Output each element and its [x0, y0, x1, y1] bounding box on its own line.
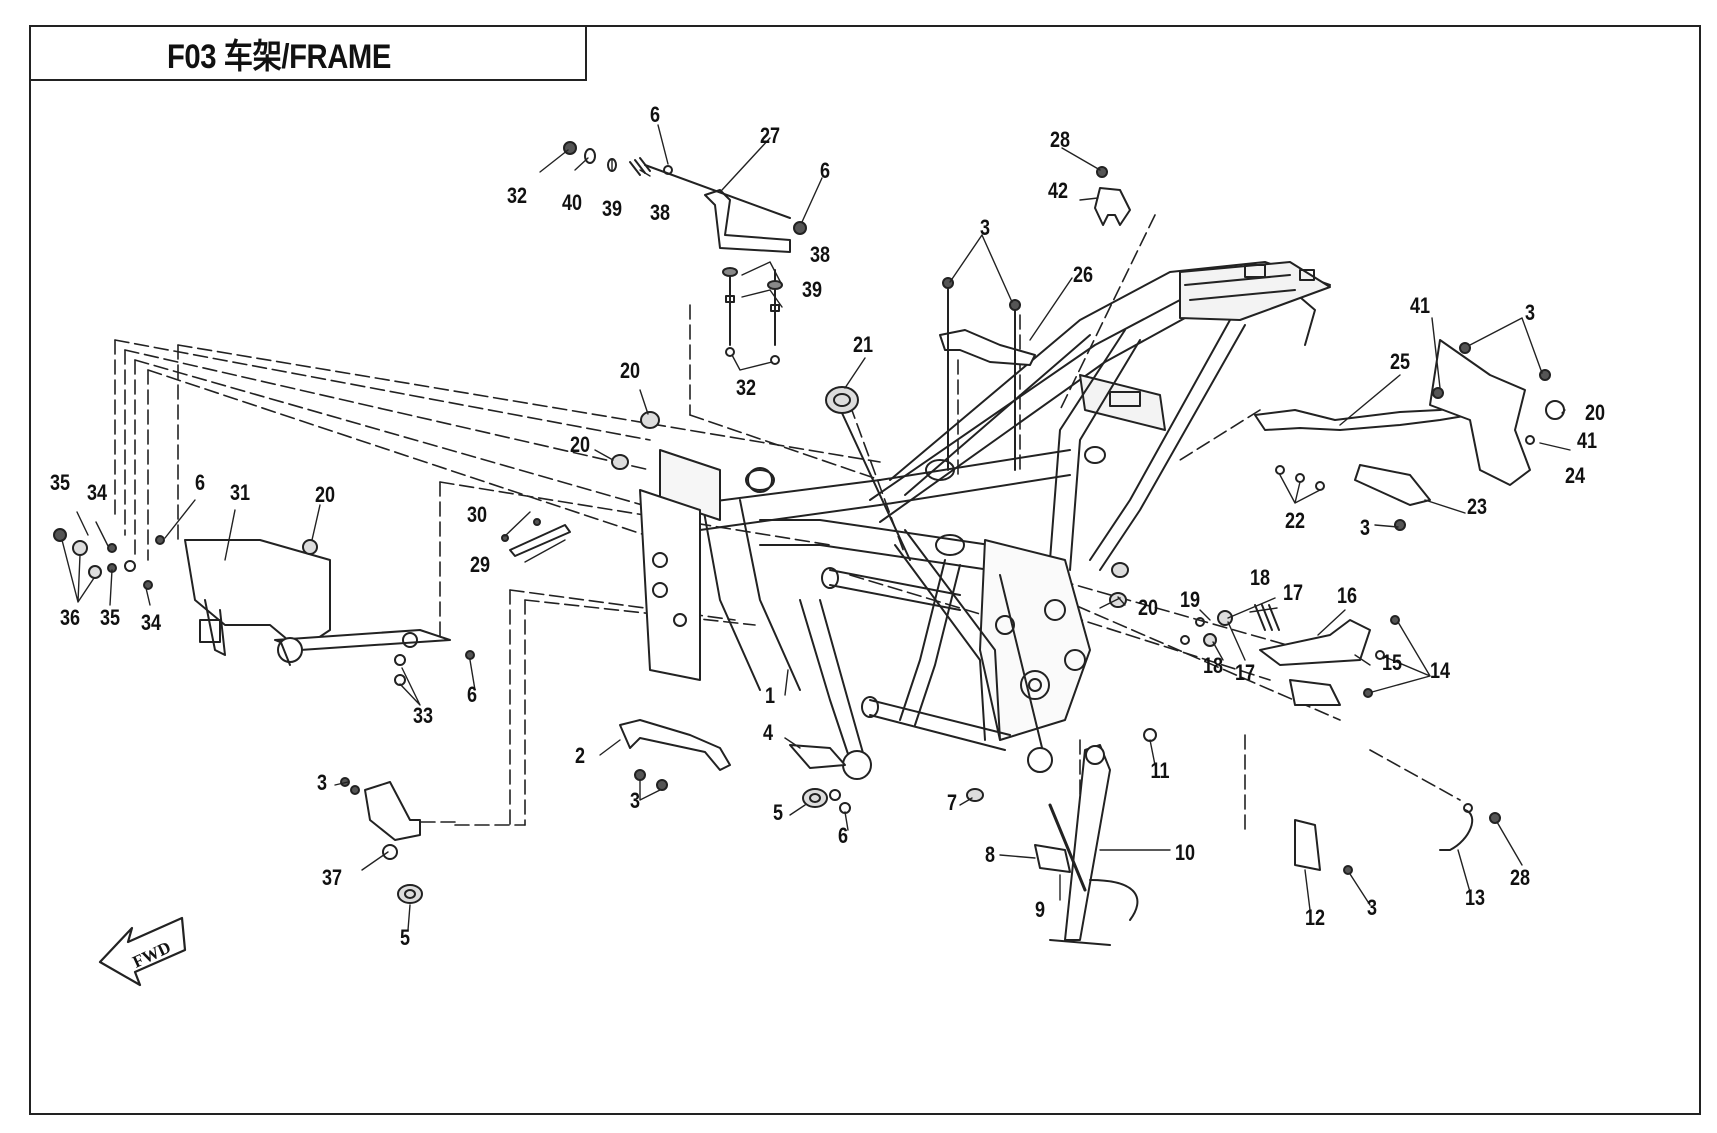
part-20-washers [611, 411, 1129, 608]
callout-c14: 14 [1430, 659, 1451, 683]
callout-c6b: 6 [820, 159, 830, 183]
part-31-front-bracket [155, 535, 475, 686]
callout-c20e: 20 [1585, 401, 1605, 425]
fwd-arrow-icon [98, 916, 187, 987]
part-13-clip [1439, 803, 1501, 851]
callout-c3f: 3 [1367, 896, 1377, 920]
callout-c34a: 34 [87, 481, 108, 505]
callout-c34b: 34 [141, 611, 162, 635]
callout-c38a: 38 [650, 201, 670, 225]
callout-c32a: 32 [507, 184, 527, 208]
callout-c4: 4 [763, 721, 774, 745]
callout-c30: 30 [467, 503, 487, 527]
callout-c41b: 41 [1577, 429, 1597, 453]
part-5-grommets [397, 788, 828, 904]
callout-c6d: 6 [467, 683, 477, 707]
callout-c20a: 20 [620, 359, 640, 383]
callout-c3b: 3 [1525, 301, 1535, 325]
callout-c39a: 39 [602, 197, 622, 221]
callout-c10: 10 [1175, 841, 1195, 865]
callout-c3a: 3 [980, 216, 990, 240]
callout-c5a: 5 [773, 801, 783, 825]
part-4-bracket [789, 744, 851, 814]
callout-c35a: 35 [50, 471, 70, 495]
drawing-border [29, 25, 1701, 1115]
callout-c12: 12 [1305, 906, 1325, 930]
callout-c3e: 3 [317, 771, 327, 795]
callout-c11: 11 [1150, 759, 1169, 783]
callout-c37: 37 [322, 866, 342, 890]
callout-c20b: 20 [570, 433, 590, 457]
part-42-bracket [1094, 166, 1131, 226]
part-2-bracket [619, 719, 731, 791]
callout-c6e: 6 [838, 824, 848, 848]
part-12-bracket [1294, 819, 1353, 875]
callout-leaders [61, 124, 1571, 931]
callout-c6a: 6 [650, 103, 660, 127]
callout-c18a: 18 [1250, 566, 1270, 590]
callout-c42: 42 [1048, 179, 1068, 203]
callout-c20c: 20 [315, 483, 335, 507]
main-frame [639, 261, 1331, 780]
callout-c17a: 17 [1283, 581, 1303, 605]
callout-c36: 36 [60, 606, 80, 630]
callout-c16: 16 [1337, 584, 1357, 608]
callout-c27: 27 [760, 124, 780, 148]
part-27-bracket [563, 141, 807, 365]
callout-c25: 25 [1390, 350, 1410, 374]
callout-c21: 21 [853, 333, 873, 357]
callout-labels: 1233333345566666789101112131415161717181… [50, 103, 1605, 950]
callout-c33: 33 [413, 704, 433, 728]
callout-c40: 40 [562, 191, 582, 215]
callout-c15: 15 [1382, 651, 1402, 675]
callout-c32b: 32 [736, 376, 756, 400]
callout-c23: 23 [1467, 495, 1487, 519]
callout-c39b: 39 [802, 278, 822, 302]
callout-c1: 1 [765, 684, 775, 708]
callout-c17b: 17 [1235, 661, 1255, 685]
callout-c2: 2 [575, 744, 585, 768]
callout-c8: 8 [985, 843, 995, 867]
rear-carrier-assembly [1254, 339, 1565, 531]
callout-c3c: 3 [1360, 516, 1370, 540]
part-16-bracket [1180, 604, 1400, 706]
title-box: F03 车架/FRAME [29, 25, 587, 81]
callout-c18b: 18 [1203, 654, 1223, 678]
callout-c7: 7 [947, 791, 957, 815]
side-stand-assembly [966, 728, 1157, 946]
callout-c31: 31 [230, 481, 250, 505]
callout-c5b: 5 [400, 926, 410, 950]
callout-c24: 24 [1565, 464, 1586, 488]
part-29-strap [501, 518, 571, 557]
callout-c22: 22 [1285, 509, 1305, 533]
callout-c35b: 35 [100, 606, 120, 630]
assembly-guide-lines [114, 214, 1461, 831]
callout-c29: 29 [470, 553, 490, 577]
callout-c26: 26 [1073, 263, 1093, 287]
left-fasteners [53, 528, 153, 590]
callout-c28a: 28 [1050, 128, 1070, 152]
part-21-grommet [825, 386, 911, 561]
callout-c19: 19 [1180, 588, 1200, 612]
callout-c41a: 41 [1410, 294, 1430, 318]
callout-c38b: 38 [810, 243, 830, 267]
page-title: F03 车架/FRAME [167, 37, 391, 76]
part-26-bracket [939, 277, 1036, 471]
callout-c13: 13 [1465, 886, 1485, 910]
part-37-bracket [340, 777, 421, 860]
callout-c28b: 28 [1510, 866, 1530, 890]
callout-c9: 9 [1035, 898, 1045, 922]
callout-c20d: 20 [1138, 596, 1158, 620]
callout-c6c: 6 [195, 471, 205, 495]
callout-c3d: 3 [630, 789, 640, 813]
